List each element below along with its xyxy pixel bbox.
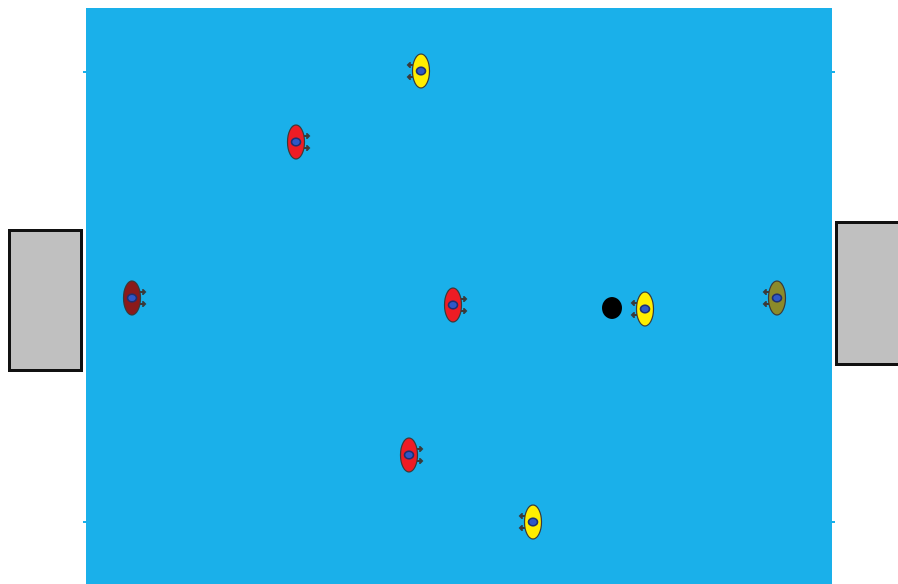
player-yellow-goalkeeper-6[interactable] bbox=[760, 278, 794, 318]
pitch-marker-bottom-left bbox=[83, 521, 86, 523]
ball-icon[interactable] bbox=[602, 297, 622, 319]
player-red-field-7[interactable] bbox=[392, 435, 426, 475]
pitch-marker-top-left bbox=[83, 71, 86, 73]
player-red-field-2[interactable] bbox=[279, 122, 313, 162]
pitch-marker-top-right bbox=[832, 71, 835, 73]
player-yellow-field-5[interactable] bbox=[628, 289, 662, 329]
pitch-marker-bottom-right bbox=[832, 521, 835, 523]
player-red-field-4[interactable] bbox=[436, 285, 470, 325]
player-yellow-field-1[interactable] bbox=[404, 51, 438, 91]
player-red-goalkeeper-3[interactable] bbox=[115, 278, 149, 318]
player-yellow-field-8[interactable] bbox=[516, 502, 550, 542]
right-goal bbox=[835, 221, 898, 366]
left-goal bbox=[8, 229, 83, 372]
